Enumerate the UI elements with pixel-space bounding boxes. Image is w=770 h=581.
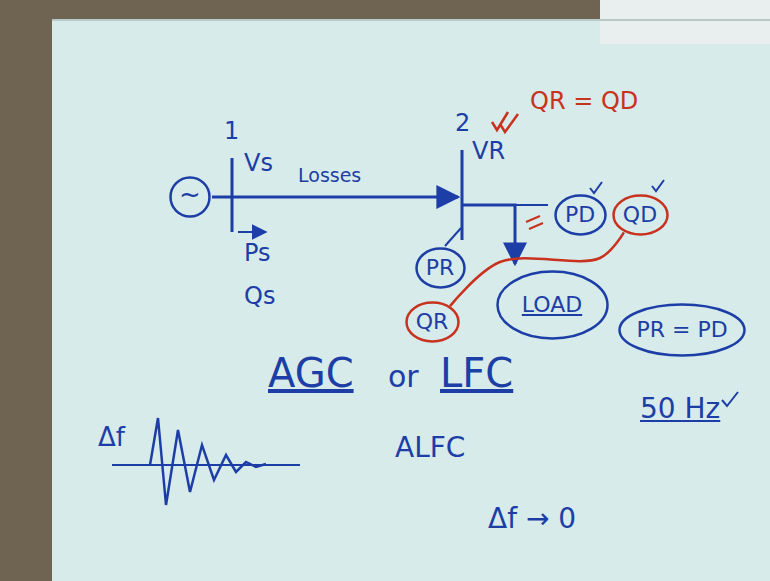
quantity-circle: PD <box>554 194 607 236</box>
node-text: PD <box>565 202 596 227</box>
voltage-label: Vs <box>244 150 273 178</box>
paper-edge <box>52 19 770 21</box>
emphasis-mark <box>492 112 518 132</box>
heading-word: AGC <box>268 350 354 396</box>
outline-ellipse <box>416 249 464 288</box>
node-text: PR <box>426 255 455 280</box>
outline-ellipse <box>171 178 210 217</box>
heading-word: LFC <box>440 350 513 396</box>
flow-arrow <box>238 231 266 233</box>
bus-bar <box>461 150 464 240</box>
outline-ellipse <box>497 272 607 339</box>
power-label: Ps <box>244 240 271 268</box>
goal-note: Δf → 0 <box>488 503 576 535</box>
generator-symbol: ~ <box>169 176 211 218</box>
node-text: PR = PD <box>636 317 728 342</box>
node-text: QD <box>623 202 658 227</box>
leader-line <box>445 228 461 246</box>
time-axis <box>112 464 300 466</box>
node-text: QR <box>416 309 449 334</box>
power-label: Qs <box>244 283 275 311</box>
quantity-circle: QR <box>405 301 460 343</box>
load-feeder <box>462 205 515 264</box>
bus-bar <box>231 158 234 232</box>
paper-sheet <box>600 0 770 44</box>
voltage-label: VR <box>472 138 505 166</box>
line-note: Losses <box>298 165 361 187</box>
balance-circle: PR = PD <box>618 303 746 357</box>
equals-mark <box>526 216 543 229</box>
tick-mark <box>590 182 602 193</box>
paper <box>52 20 770 581</box>
outline-ellipse <box>620 305 745 356</box>
tick-mark <box>652 180 664 191</box>
balance-note: QR = QD <box>530 88 638 116</box>
axis-label: Δf <box>98 423 125 453</box>
heading-word: or <box>388 360 419 395</box>
quantity-circle: QD <box>612 194 669 236</box>
outline-ellipse <box>613 196 667 235</box>
transmission-line <box>212 196 458 199</box>
frequency-value: 50 Hz <box>640 393 720 425</box>
heading-word: ALFC <box>395 432 465 464</box>
outline-ellipse <box>555 196 605 235</box>
frequency-oscillation <box>150 418 266 505</box>
quantity-circle: PR <box>415 247 466 289</box>
bus-number: 1 <box>224 118 239 146</box>
node-text: LOAD <box>522 292 583 317</box>
load-circle: LOAD <box>496 270 609 340</box>
feeder-stub <box>515 204 548 206</box>
bus-number: 2 <box>455 110 470 138</box>
outline-ellipse <box>406 303 458 342</box>
node-text: ~ <box>179 180 201 210</box>
tick-mark <box>722 392 738 406</box>
